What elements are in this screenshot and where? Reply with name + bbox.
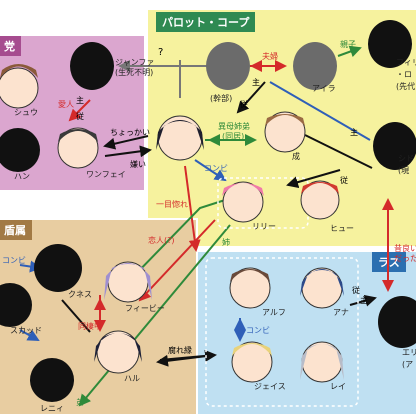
label-doukyo: 同棲中 xyxy=(78,322,102,331)
label-fuufu: 夫婦 xyxy=(262,52,278,61)
name-ana: アナ xyxy=(333,308,349,317)
name-aira: アイラ xyxy=(312,84,336,93)
name-phoebe: フィービー xyxy=(125,304,165,313)
panel-bottom-left-title: 盾属 xyxy=(0,220,32,240)
portrait-alf xyxy=(229,267,271,309)
label-aijin: 愛人 xyxy=(58,100,74,109)
portrait-hal xyxy=(94,330,142,374)
label-ju-1: 従 xyxy=(76,112,84,121)
label-question: ? xyxy=(158,47,164,58)
silhouette-ira-officer xyxy=(206,42,250,90)
name-jamph-note: (生死不明) xyxy=(115,68,154,77)
silhouette-han xyxy=(0,128,40,172)
name-eri-note: (ア xyxy=(402,360,414,369)
name-alf: アルフ xyxy=(262,308,286,317)
portrait-wang xyxy=(57,127,99,169)
label-kusare: 腐れ縁 xyxy=(168,346,192,355)
silhouette-fili xyxy=(368,20,412,68)
label-ane: 姉 xyxy=(222,238,230,247)
name-sei: 成 xyxy=(292,152,300,161)
label-koibito: 恋人(?) xyxy=(148,236,175,245)
label-shu-1: 主 xyxy=(76,96,84,105)
silhouette-shido xyxy=(373,122,416,170)
name-renii: レニィ xyxy=(40,404,64,413)
label-ju-2: 従 xyxy=(240,100,248,109)
name-hal: ハル xyxy=(124,374,140,383)
portrait-phoebe xyxy=(104,261,152,303)
label-mukashi-1: 昔良い xyxy=(394,244,416,253)
portrait-sei xyxy=(264,111,306,153)
label-combi-1: コンビ xyxy=(204,164,228,173)
label-dislike: 嫌い xyxy=(130,160,146,169)
portrait-jays xyxy=(231,341,273,383)
name-shido: シド xyxy=(398,154,414,163)
name-kunesu: クネス xyxy=(68,290,92,299)
portrait-shuu xyxy=(0,64,39,109)
label-combi-2: コンビ xyxy=(246,326,270,335)
label-shu-3: 主 xyxy=(350,128,358,137)
name-hyu: ヒュー xyxy=(330,224,354,233)
label-shinko: 親子 xyxy=(340,40,356,49)
silhouette-eri xyxy=(378,296,416,348)
panel-parrot-title: パロット・コープ xyxy=(156,12,256,32)
silhouette-scud xyxy=(0,283,32,327)
silhouette-kunesu xyxy=(34,244,82,292)
name-shuu: シュウ xyxy=(14,108,38,117)
name-rei: レイ xyxy=(330,382,346,391)
portrait-rei xyxy=(300,341,344,383)
portrait-hikaru xyxy=(156,115,204,161)
label-hitomebore: 一目惚れ xyxy=(156,200,188,209)
portrait-lily xyxy=(222,181,264,223)
label-mukashi-2: だった xyxy=(394,254,416,263)
panel-top-left-title: 党 xyxy=(0,36,21,56)
name-jamph: ジャンファ xyxy=(115,58,155,67)
name-han: ハン xyxy=(14,172,30,181)
silhouette-jamph xyxy=(70,42,114,90)
name-jays: ジェイス xyxy=(254,382,286,391)
label-combi-3: コンビ xyxy=(2,256,26,265)
portrait-hyu xyxy=(300,180,340,220)
label-ju-3: 従 xyxy=(340,176,348,185)
name-shido-note: (現 xyxy=(398,166,410,175)
name-scud: スカッド xyxy=(10,326,42,335)
silhouette-renii xyxy=(30,358,74,402)
name-fili-note: (先代 xyxy=(396,82,416,91)
label-half-sibling-note: (同居) xyxy=(222,132,245,141)
silhouette-aira xyxy=(293,42,337,90)
name-fili-sub: ・ロ xyxy=(396,70,412,79)
portrait-ana xyxy=(300,267,344,309)
label-shu-4: 主 xyxy=(360,296,368,305)
name-lily: リリー xyxy=(252,222,276,231)
name-wang: ワンフェイ xyxy=(86,170,126,179)
label-half-sibling: 異母姉弟 xyxy=(218,122,250,131)
name-ira-officer-note: (幹部) xyxy=(210,94,233,103)
label-choppy: ちょっかい xyxy=(110,128,150,137)
label-ju-4: 従 xyxy=(352,286,360,295)
name-eri: エリ xyxy=(402,348,416,357)
name-fili: フィリ xyxy=(396,58,416,67)
label-ototo: 弟 xyxy=(76,398,84,407)
label-shu-2: 主 xyxy=(252,78,260,87)
